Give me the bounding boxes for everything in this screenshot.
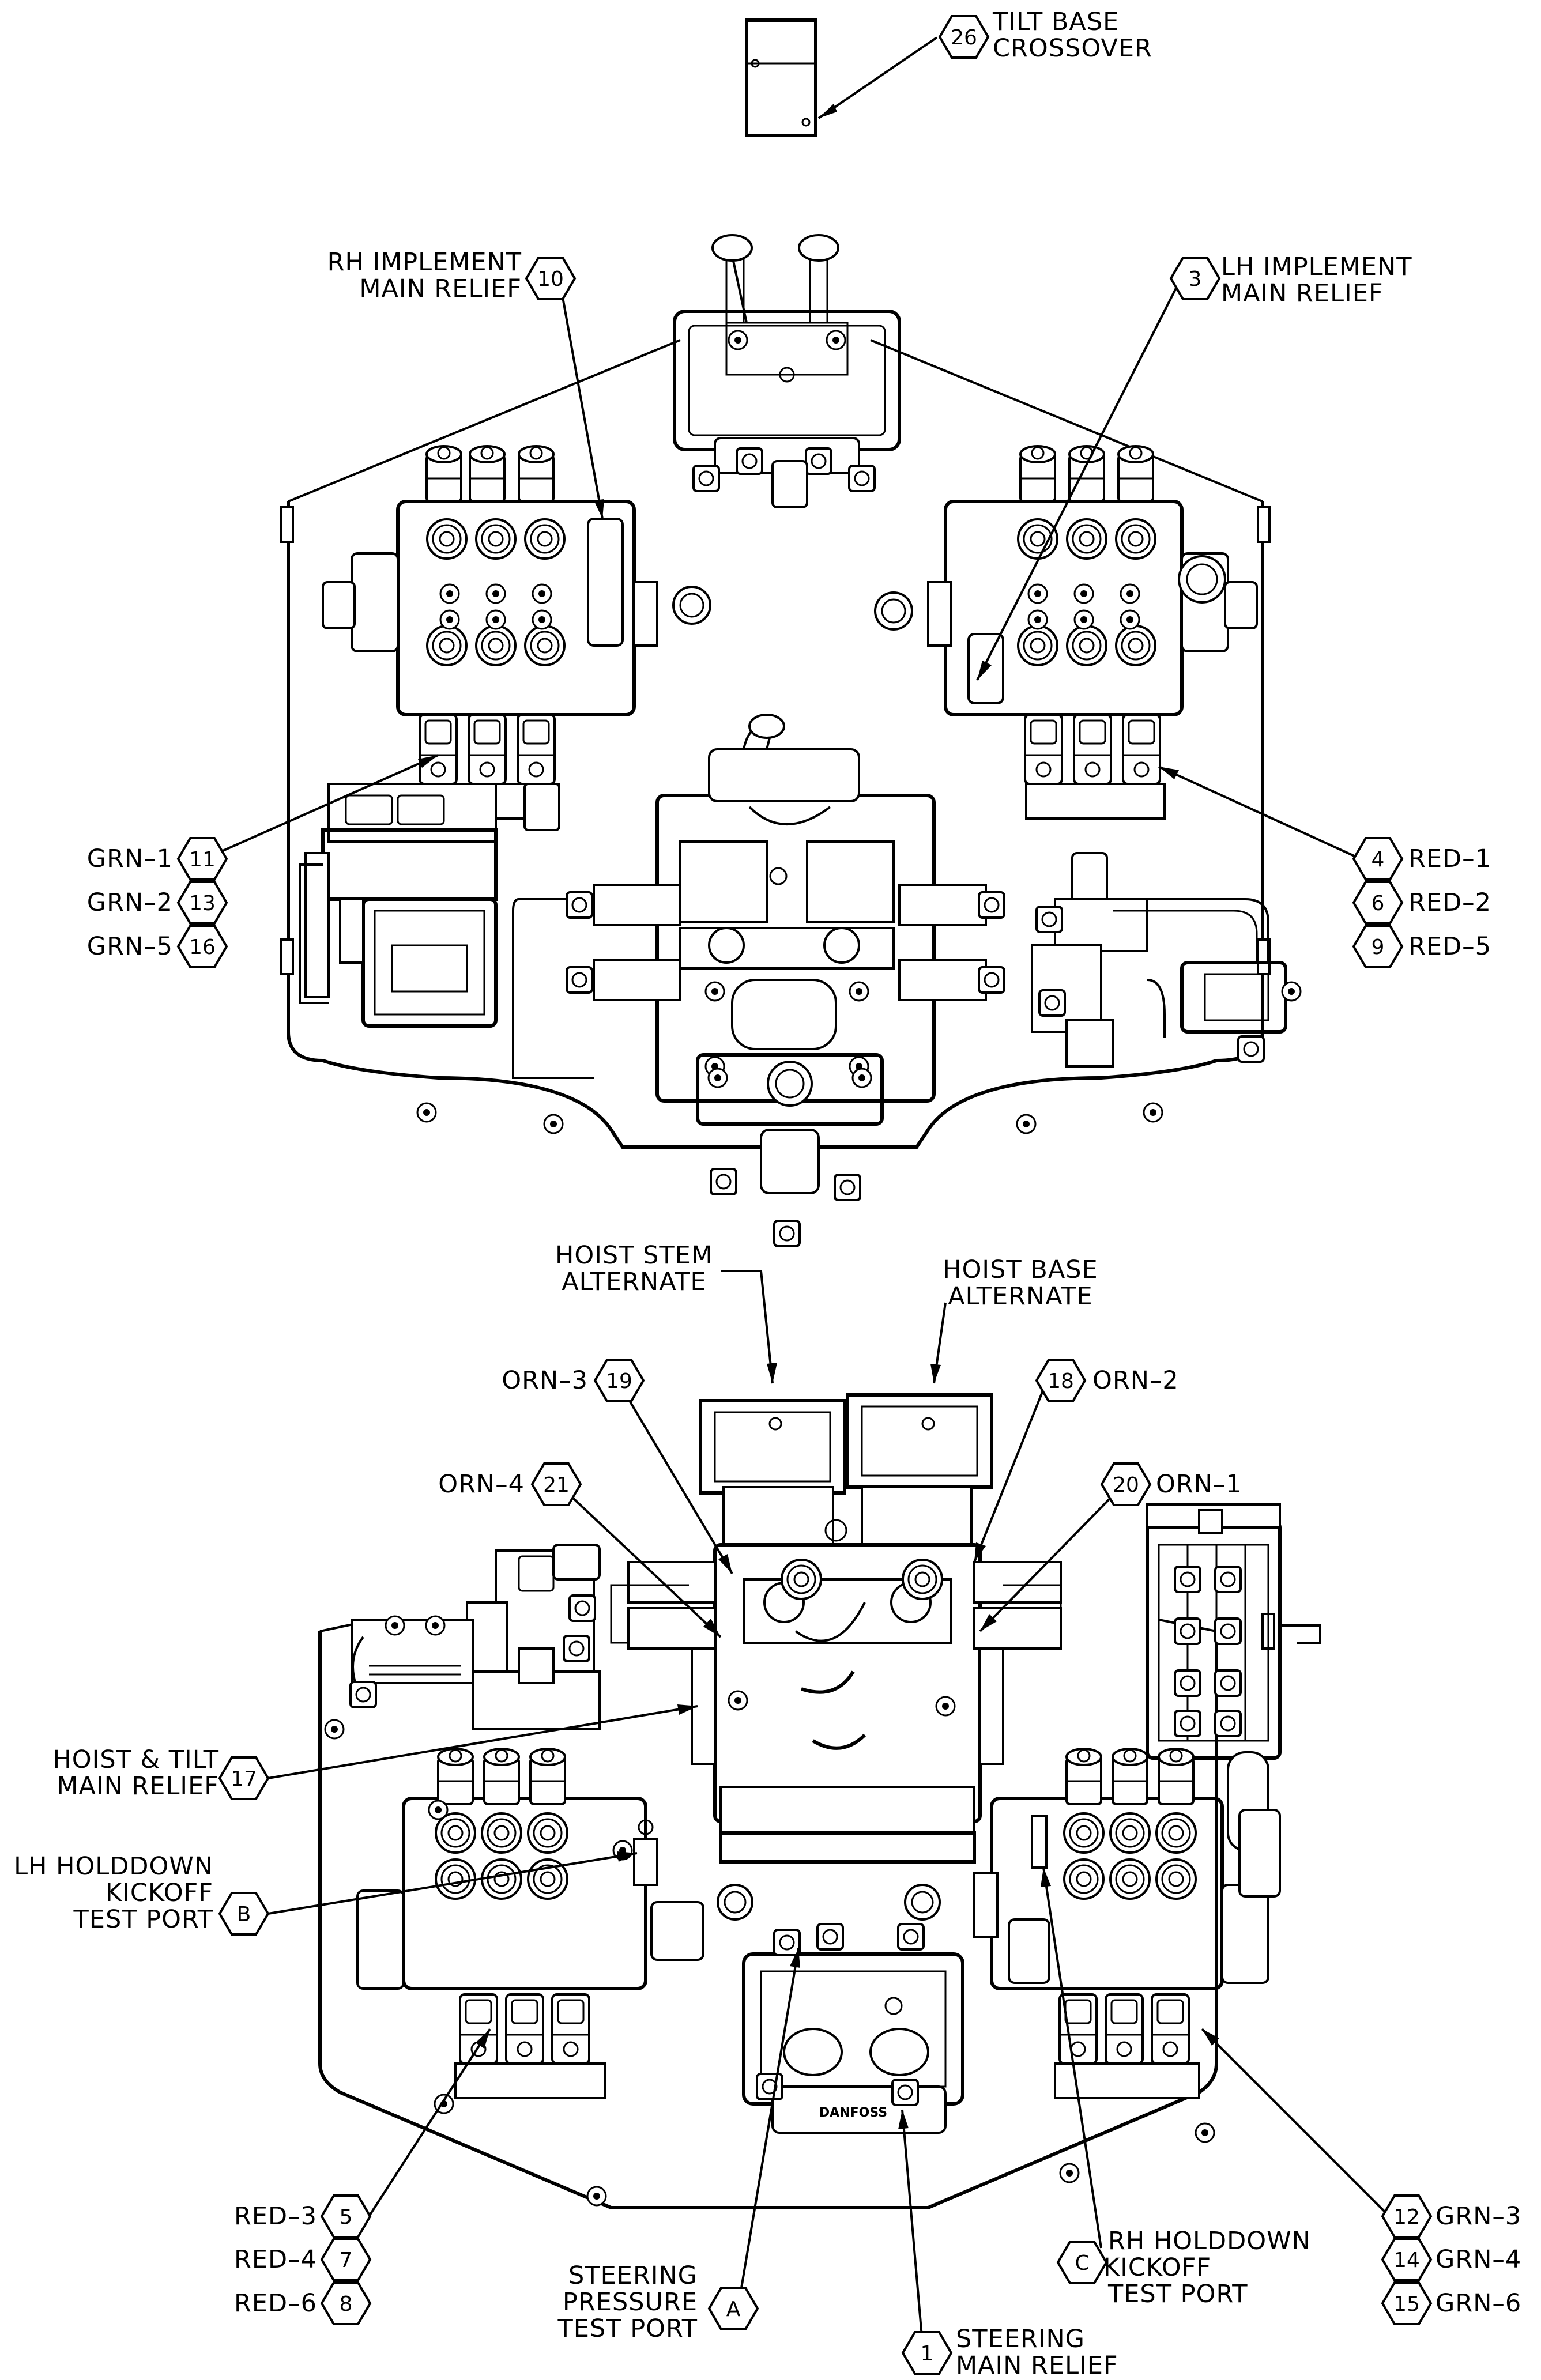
badge-6: 6 xyxy=(1352,881,1404,925)
orn-1-label: ORN–1 xyxy=(1156,1470,1242,1499)
svg-text:16: 16 xyxy=(189,936,216,959)
red-5-label: RED–5 xyxy=(1408,932,1492,961)
badge-10: 10 xyxy=(525,257,577,300)
badge-15: 15 xyxy=(1381,2281,1433,2325)
svg-text:13: 13 xyxy=(189,892,216,915)
svg-text:26: 26 xyxy=(951,26,977,50)
tilt-base-crossover-block xyxy=(745,18,938,137)
svg-text:5: 5 xyxy=(340,2205,353,2229)
svg-text:19: 19 xyxy=(606,1370,632,1393)
right-terminal-block xyxy=(1146,1503,1321,1851)
lh-implement-valve xyxy=(874,445,1258,820)
svg-text:11: 11 xyxy=(189,848,216,872)
svg-text:21: 21 xyxy=(543,1473,570,1497)
rh-holddown-valve xyxy=(904,1748,1281,2099)
badge-C: C xyxy=(1056,2241,1108,2284)
badge-17: 17 xyxy=(218,1756,270,1800)
svg-text:20: 20 xyxy=(1113,1473,1139,1497)
svg-text:B: B xyxy=(237,1903,251,1926)
badge-4: 4 xyxy=(1352,837,1404,881)
grn-solenoid-module xyxy=(299,783,498,1028)
svg-text:9: 9 xyxy=(1372,936,1385,959)
svg-text:18: 18 xyxy=(1048,1370,1074,1393)
svg-text:A: A xyxy=(726,2298,741,2321)
svg-text:14: 14 xyxy=(1393,2249,1420,2272)
grn-5-label: GRN–5 xyxy=(86,932,173,961)
left-pilot-solenoid-block xyxy=(349,1544,601,1730)
grn-6-label: GRN–6 xyxy=(1435,2289,1522,2318)
orn-3-label: ORN–3 xyxy=(502,1366,588,1395)
callout-badges: 26 10 3 11 13 16 4 6 9 19 18 21 20 17 B … xyxy=(176,15,1433,2375)
danfoss-logo: DANFOSS xyxy=(819,2106,887,2120)
top-pump-block xyxy=(673,234,901,508)
red-3-label: RED–3 xyxy=(233,2202,317,2231)
badge-13: 13 xyxy=(176,881,228,925)
svg-text:10: 10 xyxy=(537,267,564,291)
lh-holddown-valve xyxy=(356,1748,753,2099)
svg-text:7: 7 xyxy=(340,2249,353,2272)
badge-12: 12 xyxy=(1381,2194,1433,2238)
svg-text:15: 15 xyxy=(1393,2292,1420,2316)
red-6-label: RED–6 xyxy=(233,2289,317,2318)
badge-16: 16 xyxy=(176,925,228,968)
center-hoist-manifold-top xyxy=(512,714,1005,1247)
badge-14: 14 xyxy=(1381,2238,1433,2281)
badge-19: 19 xyxy=(593,1359,645,1402)
svg-text:6: 6 xyxy=(1372,892,1385,915)
top-manifold-plate xyxy=(280,339,1271,1149)
red-2-label: RED–2 xyxy=(1408,888,1492,917)
badge-21: 21 xyxy=(530,1462,582,1506)
badge-B: B xyxy=(218,1892,270,1936)
leader-lines xyxy=(204,282,1391,2344)
svg-text:8: 8 xyxy=(340,2292,353,2316)
badge-3: 3 xyxy=(1169,257,1221,300)
badge-11: 11 xyxy=(176,837,228,881)
grn-3-label: GRN–3 xyxy=(1435,2202,1522,2231)
orn-4-label: ORN–4 xyxy=(438,1470,525,1499)
hoist-manifold-bottom xyxy=(610,1393,1062,1864)
badge-A: A xyxy=(707,2287,759,2330)
badge-7: 7 xyxy=(320,2238,372,2281)
grn-1-label: GRN–1 xyxy=(86,844,173,873)
grn-4-label: GRN–4 xyxy=(1435,2245,1522,2274)
svg-text:1: 1 xyxy=(921,2342,934,2366)
badge-5: 5 xyxy=(320,2194,372,2238)
rh-implement-valve xyxy=(322,445,711,831)
svg-text:12: 12 xyxy=(1393,2205,1420,2229)
red-solenoid-module xyxy=(1031,852,1302,1068)
badge-9: 9 xyxy=(1352,925,1404,968)
orn-2-label: ORN–2 xyxy=(1092,1366,1179,1395)
svg-text:C: C xyxy=(1075,2251,1089,2275)
steering-valve: DANFOSS xyxy=(742,1923,964,2134)
svg-text:4: 4 xyxy=(1372,848,1385,872)
red-1-label: RED–1 xyxy=(1408,844,1492,873)
grn-2-label: GRN–2 xyxy=(86,888,173,917)
leader-26 xyxy=(817,36,938,119)
red-4-label: RED–4 xyxy=(233,2245,317,2274)
badge-26: 26 xyxy=(938,15,990,59)
badge-8: 8 xyxy=(320,2281,372,2325)
badge-18: 18 xyxy=(1035,1359,1087,1402)
badge-20: 20 xyxy=(1100,1462,1152,1506)
badge-1: 1 xyxy=(901,2331,953,2375)
svg-text:17: 17 xyxy=(231,1767,257,1791)
svg-text:3: 3 xyxy=(1189,267,1202,291)
